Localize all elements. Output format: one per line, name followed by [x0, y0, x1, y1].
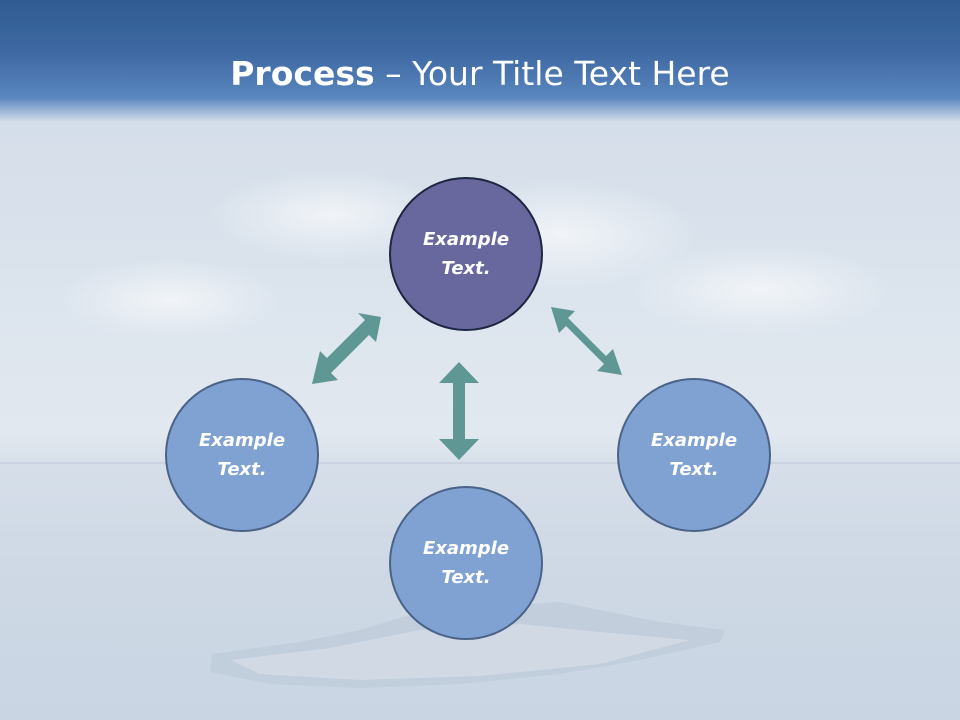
- node-bottom-text: Example Text.: [422, 538, 510, 588]
- node-right-text: Example Text.: [650, 430, 738, 480]
- slide-title[interactable]: Process – Your Title Text Here: [0, 50, 960, 98]
- node-left-text: Example Text.: [198, 430, 286, 480]
- process-node-left[interactable]: Example Text.: [165, 378, 319, 532]
- process-node-bottom[interactable]: Example Text.: [389, 486, 543, 640]
- title-rest-text: – Your Title Text Here: [374, 54, 730, 93]
- title-band: [0, 0, 960, 122]
- node-top-text: Example Text.: [422, 229, 510, 279]
- process-node-right[interactable]: Example Text.: [617, 378, 771, 532]
- title-bold-text: Process: [230, 54, 375, 93]
- process-node-top[interactable]: Example Text.: [389, 177, 543, 331]
